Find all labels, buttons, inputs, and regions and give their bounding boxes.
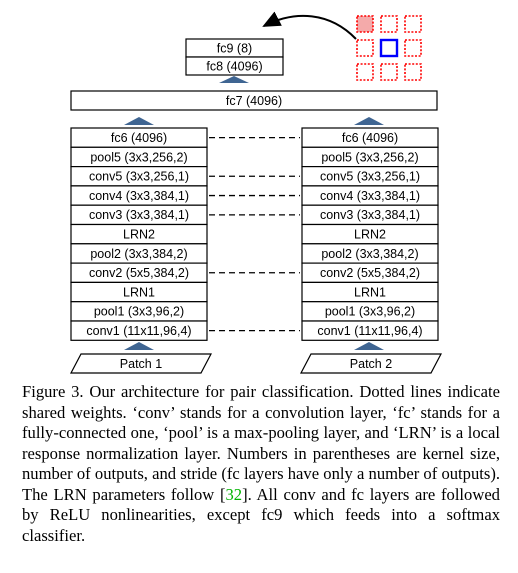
grid-cell [380, 63, 398, 81]
left-layer-label: LRN1 [123, 285, 155, 299]
right-layer-label: LRN1 [354, 285, 386, 299]
left-layer-label: conv5 (3x3,256,1) [89, 170, 189, 184]
left-layer-label: conv3 (3x3,384,1) [89, 208, 189, 222]
left-tower: fc6 (4096) pool5 (3x3,256,2) conv5 (3x3,25… [70, 127, 208, 341]
grid-cell-highlight-corner [356, 15, 374, 33]
left-layer-label: LRN2 [123, 228, 155, 242]
left-layer-box [70, 320, 208, 341]
left-layer-label: pool2 (3x3,384,2) [90, 247, 187, 261]
architecture-diagram: fc9 (8) fc8 (4096) fc7 (4096) fc6 (4096)… [70, 11, 442, 374]
grid-cell-center [379, 38, 399, 58]
grid-cell [404, 63, 422, 81]
patch2-shape [300, 353, 442, 374]
patch1-label: Patch 1 [120, 357, 162, 371]
figure-caption: Figure 3. Our architecture for pair clas… [22, 382, 500, 546]
patch2-up-arrow [354, 342, 384, 350]
right-to-fc7-arrow [354, 117, 384, 125]
right-layer-label: pool1 (3x3,96,2) [325, 305, 415, 319]
left-to-fc7-arrow [124, 117, 154, 125]
left-layer-label: pool1 (3x3,96,2) [94, 305, 184, 319]
right-layer-label: conv3 (3x3,384,1) [320, 208, 420, 222]
fc7-box [70, 90, 438, 111]
right-layer-label: fc6 (4096) [342, 131, 398, 145]
caption-label: Figure 3. [22, 382, 84, 401]
patch-grid-icon [356, 15, 422, 81]
right-layer-label: conv1 (11x11,96,4) [317, 324, 422, 338]
citation-link[interactable]: 32 [225, 484, 243, 504]
fc7-label: fc7 (4096) [226, 94, 282, 108]
fc9-label: fc9 (8) [217, 42, 252, 56]
grid-cell [380, 15, 398, 33]
left-layer-label: conv1 (11x11,96,4) [86, 324, 191, 338]
right-layer-label: conv4 (3x3,384,1) [320, 189, 420, 203]
grid-to-fc9-arrow [262, 11, 357, 40]
left-layer-label: conv2 (5x5,384,2) [89, 266, 189, 280]
grid-cell [404, 15, 422, 33]
right-layer-label: conv5 (3x3,256,1) [320, 170, 420, 184]
right-layer-label: pool2 (3x3,384,2) [321, 247, 418, 261]
caption-text: Our architecture for pair classification… [22, 382, 500, 504]
grid-cell [356, 63, 374, 81]
fc8-box [185, 56, 284, 76]
right-layer-label: pool5 (3x3,256,2) [321, 150, 418, 164]
fc8-label: fc8 (4096) [206, 60, 262, 74]
shared-weight-lines [209, 136, 300, 332]
left-layer-label: fc6 (4096) [111, 131, 167, 145]
right-tower: fc6 (4096) pool5 (3x3,256,2) conv5 (3x3,25… [301, 127, 439, 341]
grid-cell [356, 39, 374, 57]
patch2-label: Patch 2 [350, 357, 392, 371]
patch1-shape [70, 353, 212, 374]
left-layer-label: conv4 (3x3,384,1) [89, 189, 189, 203]
caption-text-end: ]. All conv and fc layers are followed b… [22, 484, 500, 545]
right-layer-box [301, 320, 439, 341]
fc8-up-arrow [219, 76, 249, 83]
right-layer-label: LRN2 [354, 228, 386, 242]
right-layer-label: conv2 (5x5,384,2) [320, 266, 420, 280]
grid-cell [404, 39, 422, 57]
left-layer-label: pool5 (3x3,256,2) [90, 150, 187, 164]
patch1-up-arrow [124, 342, 154, 350]
